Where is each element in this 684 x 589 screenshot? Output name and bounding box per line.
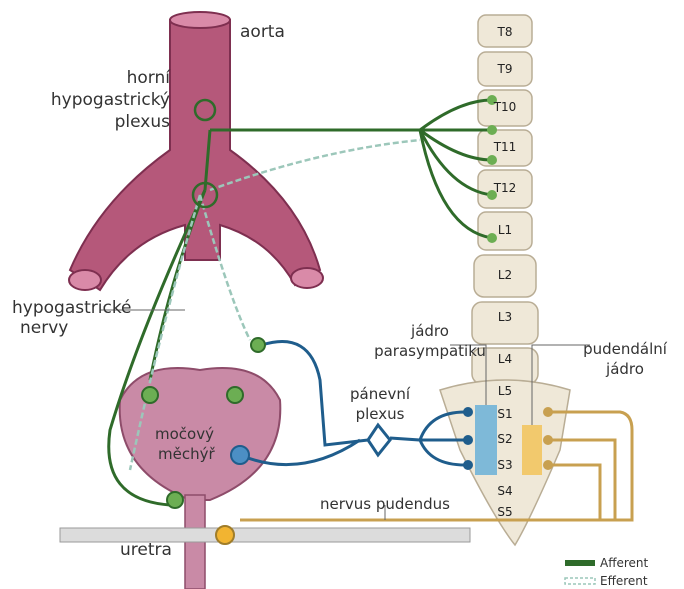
- bladder-label-2: měchýř: [158, 445, 215, 463]
- pelvic-plexus-label-2: plexus: [330, 405, 430, 423]
- vertebra-label: S1: [485, 407, 525, 421]
- pelvic-plexus-label-1: pánevní: [330, 385, 430, 403]
- vertebra-label: S3: [485, 458, 525, 472]
- vertebra-label: L1: [485, 223, 525, 237]
- pudendal-nucleus-region: [522, 425, 542, 475]
- hypogastric-nerves-label-2: nervy: [20, 318, 68, 338]
- hypogastric-nerves-label-1: hypogastrické: [12, 298, 132, 318]
- pudendal-nucleus-label-1: pudendální: [575, 340, 675, 358]
- vertebra-label: L5: [485, 384, 525, 398]
- aorta-label: aorta: [240, 22, 285, 42]
- vertebra-label: L3: [485, 310, 525, 324]
- vertebra-label: L2: [485, 268, 525, 282]
- parasympathetic-nucleus-label-1: jádro: [380, 322, 480, 340]
- vertebra-label: L4: [485, 352, 525, 366]
- legend-efferent: Efferent: [600, 574, 648, 588]
- bladder-label-1: močový: [155, 425, 214, 443]
- upper-plexus-label-3: plexus: [40, 112, 170, 132]
- vertebra-label: T9: [485, 62, 525, 76]
- vertebra-label: S2: [485, 432, 525, 446]
- pudendal-nerve-label: nervus pudendus: [320, 495, 450, 513]
- pudendal-nucleus-label-2: jádro: [575, 360, 675, 378]
- vertebra-label: T12: [485, 181, 525, 195]
- vertebra-label: T11: [485, 140, 525, 154]
- aorta-vessel: [69, 12, 323, 290]
- upper-plexus-label-1: horní: [40, 68, 170, 88]
- vertebra-label: T10: [485, 100, 525, 114]
- vertebra-label: T8: [485, 25, 525, 39]
- urethra-label: uretra: [120, 540, 172, 560]
- legend-swatches: [565, 560, 595, 584]
- vertebra-label: S4: [485, 484, 525, 498]
- parasympathetic-nucleus-label-2: parasympatiku: [365, 342, 495, 360]
- upper-plexus-label-2: hypogastrický: [40, 90, 170, 110]
- vertebra-label: S5: [485, 505, 525, 519]
- legend-afferent: Afferent: [600, 556, 648, 570]
